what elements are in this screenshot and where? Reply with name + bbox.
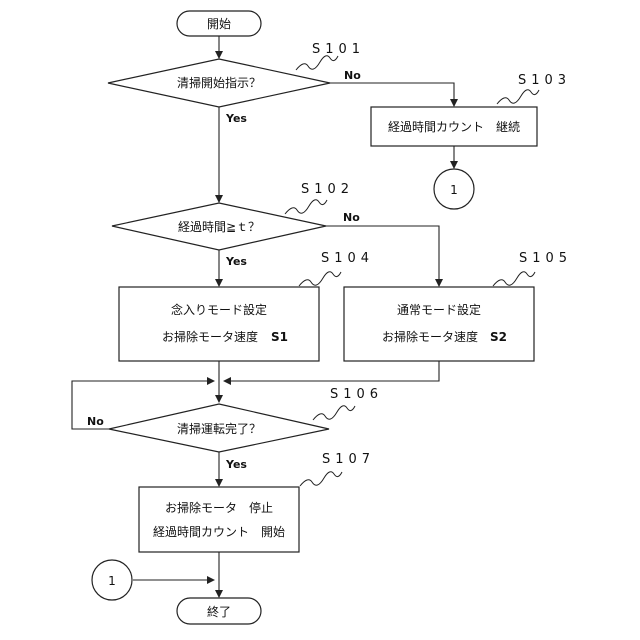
decision-s101: 清掃開始指示？	[108, 59, 330, 107]
decision-s106-label: 清掃運転完了？	[177, 421, 261, 436]
leader-s101	[296, 56, 338, 70]
process-s104: 念入りモード設定 お掃除モータ速度 S1	[119, 287, 319, 361]
connector-top: 1	[434, 169, 474, 209]
process-s105-line1: 通常モード設定	[397, 302, 481, 317]
step-s103: S103	[518, 73, 571, 88]
leader-s106	[313, 406, 355, 420]
step-s106: S106	[330, 387, 383, 402]
process-s103: 経過時間カウント 継続	[371, 107, 537, 146]
edge-label-s106-yes: Yes	[225, 458, 247, 471]
decision-s102: 経過時間≧ｔ？	[112, 203, 326, 250]
process-s104-speed: S1	[271, 330, 288, 344]
process-s105-speed: S2	[490, 330, 507, 344]
process-s107-line2: 経過時間カウント 開始	[153, 525, 285, 539]
step-s102: S102	[301, 182, 354, 197]
edge-label-s106-no: No	[87, 415, 104, 428]
leader-s104	[299, 272, 341, 286]
edge-label-s101-no: No	[344, 69, 361, 82]
process-s105-line2: お掃除モータ速度	[382, 329, 478, 344]
edge-label-s102-yes: Yes	[225, 255, 247, 268]
leader-s102	[285, 200, 327, 214]
process-s107-line1: お掃除モータ 停止	[165, 500, 273, 515]
edge-label-s101-yes: Yes	[225, 112, 247, 125]
process-s104-line2: お掃除モータ速度	[162, 329, 258, 344]
step-s105: S105	[519, 251, 572, 266]
connector-bottom: 1	[92, 560, 132, 600]
leader-s103	[497, 90, 539, 104]
step-s101: S101	[312, 42, 365, 57]
edge-label-s102-no: No	[343, 211, 360, 224]
process-s104-line1: 念入りモード設定	[171, 302, 267, 317]
process-s105: 通常モード設定 お掃除モータ速度 S2	[344, 287, 534, 361]
edge-s105-to-merge	[224, 361, 439, 381]
step-s104: S104	[321, 251, 374, 266]
decision-s106: 清掃運転完了？	[109, 404, 329, 452]
process-s107: お掃除モータ 停止 経過時間カウント 開始	[139, 487, 299, 552]
edge-s101-no-to-s103	[330, 83, 454, 106]
decision-s101-label: 清掃開始指示？	[177, 75, 261, 90]
process-s103-label: 経過時間カウント 継続	[388, 119, 520, 134]
leader-s107	[300, 472, 342, 486]
end-label: 終了	[207, 604, 231, 619]
connector-bottom-label: 1	[108, 574, 116, 588]
connector-top-label: 1	[450, 183, 458, 197]
end-terminal: 終了	[177, 598, 261, 624]
start-terminal: 開始	[177, 11, 261, 36]
step-s107: S107	[322, 452, 375, 467]
start-label: 開始	[207, 17, 231, 31]
decision-s102-label: 経過時間≧ｔ？	[178, 220, 260, 234]
leader-s105	[493, 272, 535, 286]
